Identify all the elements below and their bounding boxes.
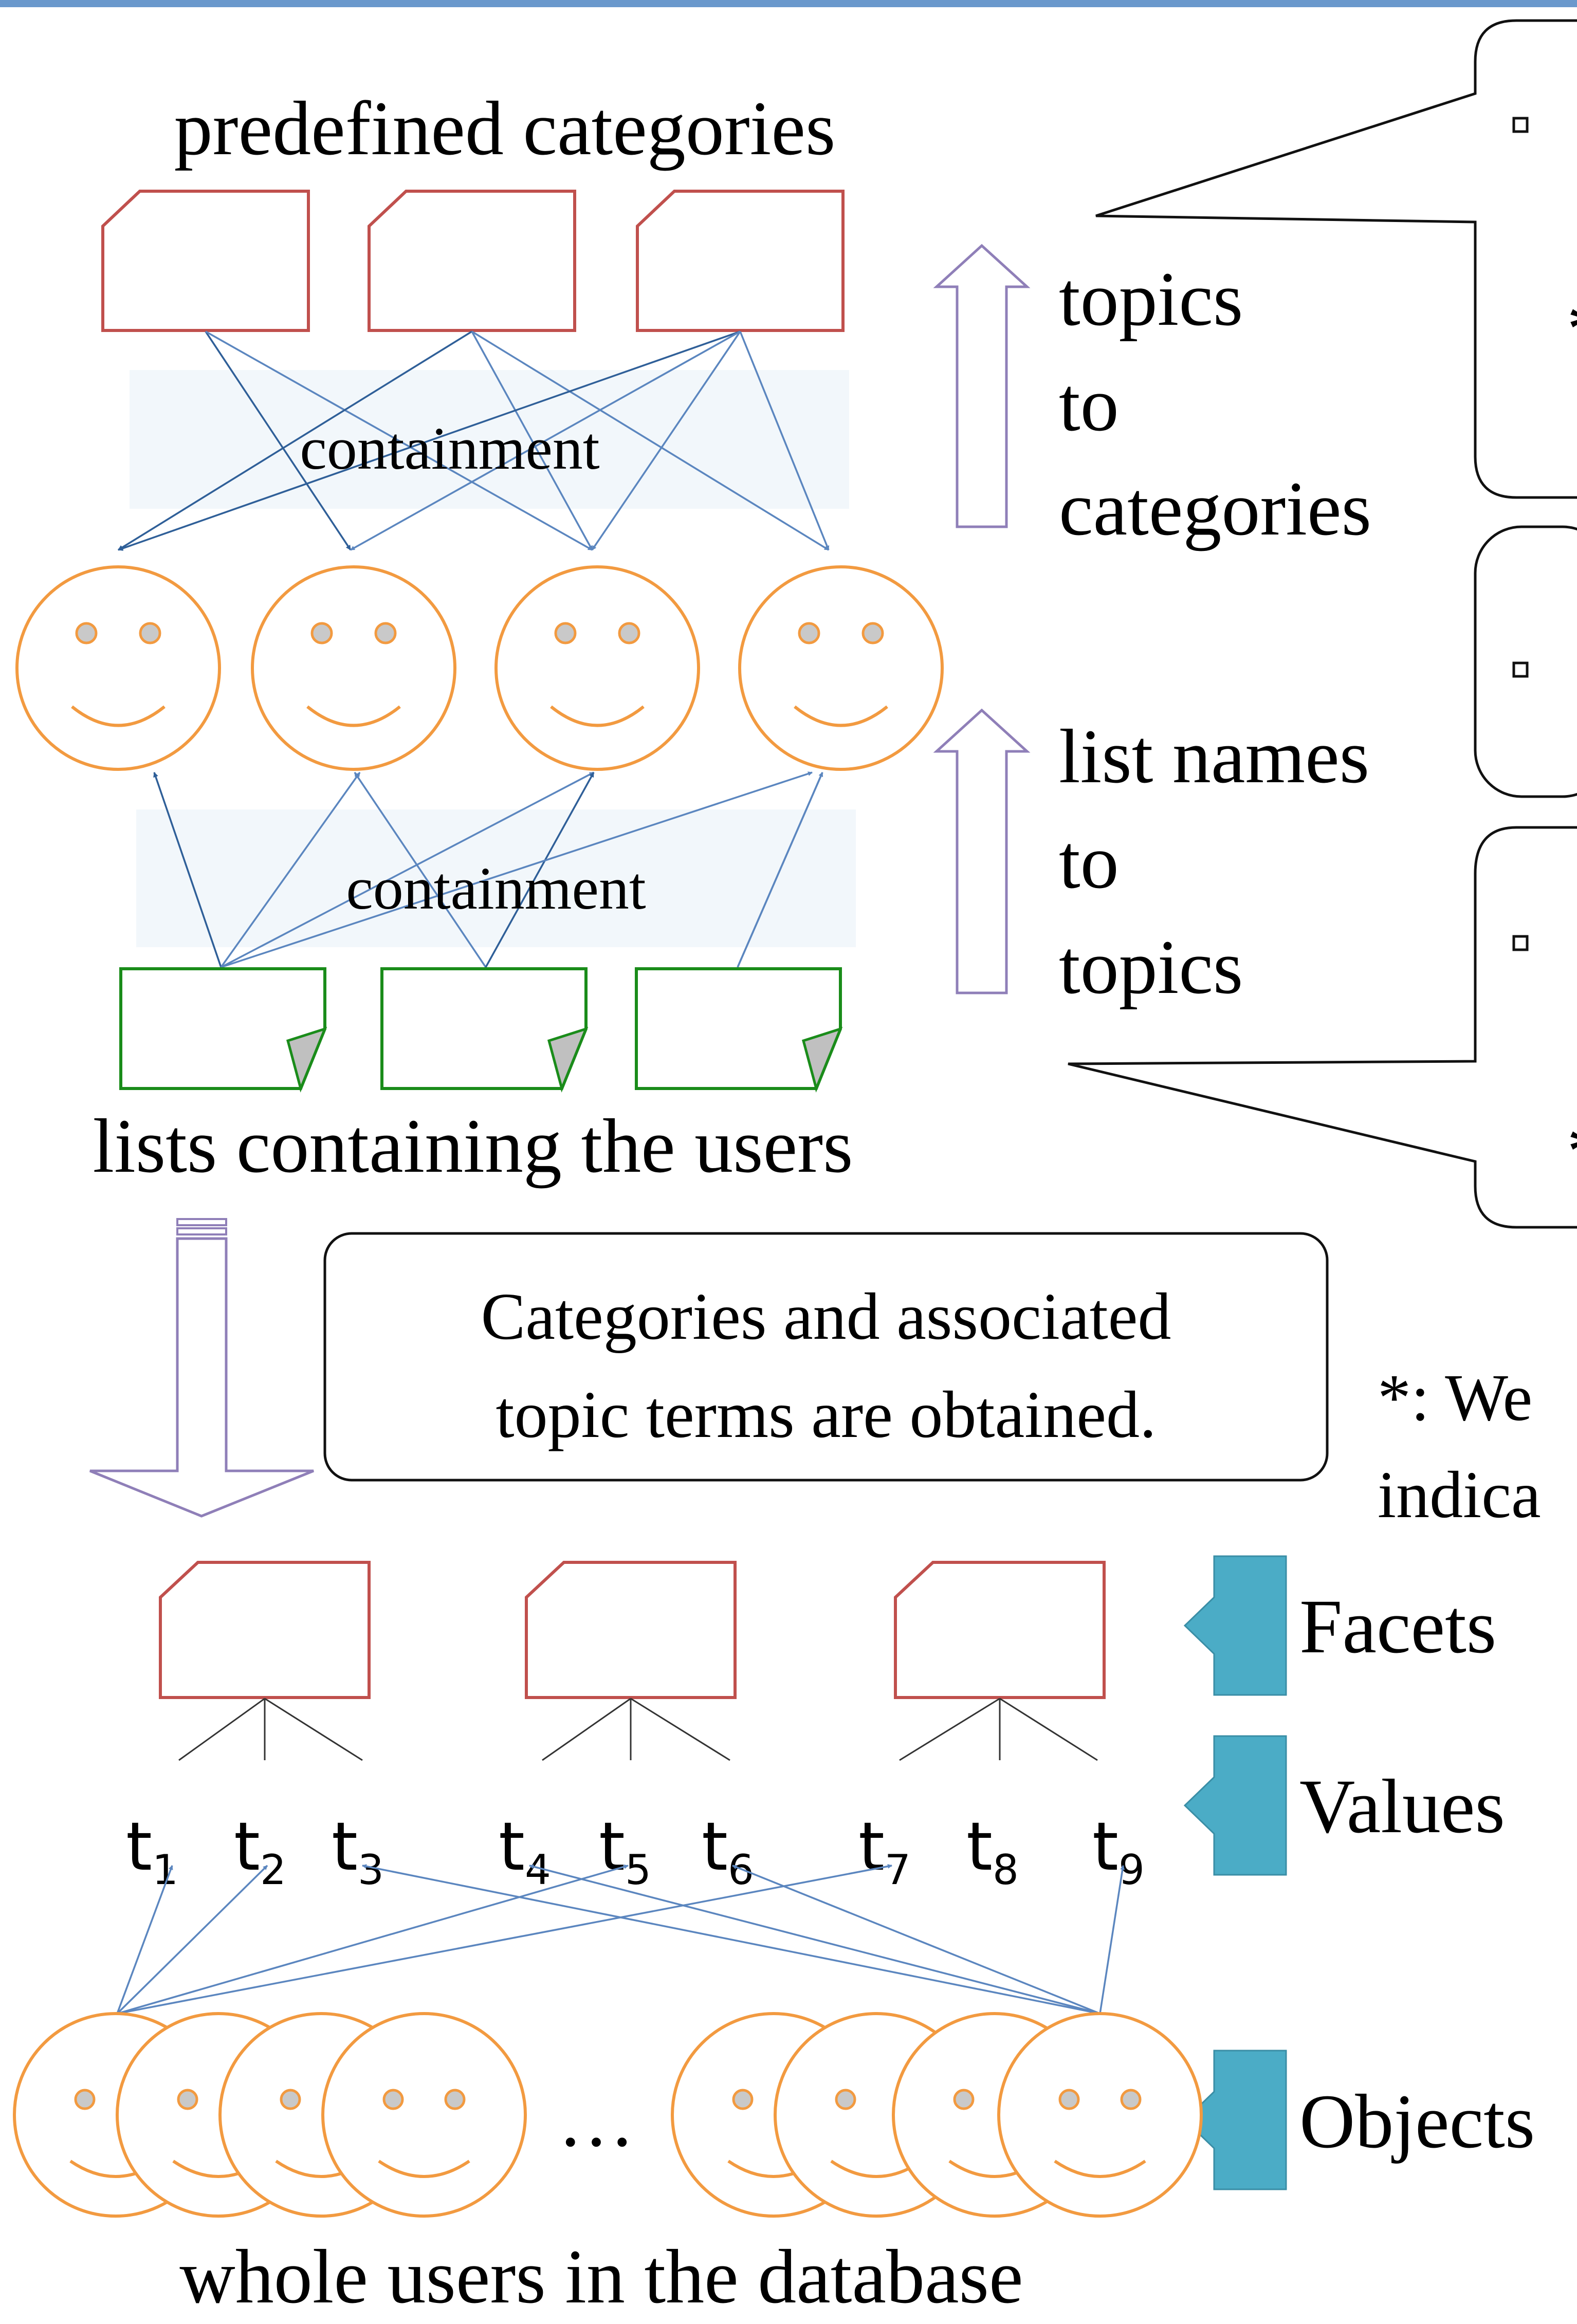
- hollow-up-arrow-lower: [933, 708, 1031, 994]
- bubble-bottom: [1068, 826, 1577, 1229]
- lower-edges: [153, 771, 823, 968]
- footnote-line-1: *: We: [1378, 1361, 1532, 1435]
- side-label-line: to: [1059, 362, 1119, 447]
- objects-label: Objects: [1299, 2079, 1535, 2164]
- terms: t1 t2 t3 t4 t5 t6 t7 t8 t9: [126, 1807, 1145, 1894]
- user-face-icon: [999, 2014, 1201, 2216]
- lists: [119, 967, 843, 1093]
- side-label-line: topics: [1059, 925, 1243, 1010]
- callout-line-2: topic terms are obtained.: [496, 1378, 1156, 1452]
- facets-arrow-icon: [1183, 1555, 1287, 1696]
- footnote-line-2: indica: [1378, 1458, 1541, 1532]
- hollow-down-arrow: [89, 1218, 314, 1518]
- right-callout-boxes: * *: [1068, 19, 1577, 1229]
- objects-arrow-icon: [1183, 2050, 1287, 2190]
- object-term-edges: [116, 1864, 1125, 2015]
- category-box: [101, 190, 310, 332]
- term-value: t3: [332, 1807, 384, 1894]
- term-value: t6: [702, 1807, 754, 1894]
- upper-edges: [118, 330, 830, 551]
- bubble-top: [1095, 19, 1577, 499]
- callout-line-1: Categories and associated: [481, 1280, 1171, 1354]
- upper-categories: [101, 190, 845, 332]
- facet-box: [894, 1561, 1106, 1699]
- bullet-square-icon: [1512, 117, 1529, 133]
- side-label-line: list names: [1059, 714, 1369, 799]
- category-box: [368, 190, 576, 332]
- values-arrow-icon: [1183, 1735, 1287, 1876]
- hollow-up-arrow-upper: [933, 244, 1031, 528]
- side-label-line: to: [1059, 819, 1119, 905]
- term-value: t9: [1092, 1807, 1145, 1894]
- predefined-categories-title: predefined categories: [174, 86, 836, 171]
- bullet-square-icon: [1512, 935, 1529, 951]
- facets-label: Facets: [1299, 1584, 1496, 1669]
- result-callout-box: [323, 1232, 1329, 1482]
- facets: [159, 1561, 1106, 1699]
- values-label: Values: [1299, 1764, 1505, 1849]
- term-value: t4: [499, 1807, 551, 1894]
- facet-box: [159, 1561, 371, 1699]
- cut-bullet-mark: *: [1567, 1109, 1577, 1194]
- list-names-to-topics: list names to topics: [1059, 714, 1369, 1010]
- user-face-icon: [496, 567, 699, 769]
- containment-band-upper: [130, 370, 849, 509]
- whole-users-label: whole users in the database: [179, 2234, 1023, 2319]
- side-label-line: categories: [1059, 466, 1371, 551]
- term-value: t5: [599, 1807, 651, 1894]
- user-face-icon: [252, 567, 455, 769]
- term-value: t1: [126, 1807, 178, 1894]
- top-border: [0, 0, 1577, 7]
- user-face-icon: [17, 567, 219, 769]
- ellipsis: …: [558, 2077, 635, 2163]
- containment-label-upper: containment: [300, 415, 599, 482]
- user-face-icon: [740, 567, 942, 769]
- containment-label-lower: containment: [346, 855, 646, 922]
- list-doc-icon: [635, 967, 843, 1093]
- side-label-line: topics: [1059, 256, 1243, 342]
- topics-to-categories: topics to categories: [1059, 256, 1371, 551]
- list-doc-icon: [380, 967, 589, 1093]
- upper-users: [17, 567, 942, 769]
- user-face-icon: [323, 2014, 525, 2216]
- category-box: [636, 190, 845, 332]
- cut-bullet-mark: *: [1567, 286, 1577, 372]
- lists-containing-users-label: lists containing the users: [93, 1103, 853, 1189]
- list-doc-icon: [119, 967, 327, 1093]
- term-value: t8: [966, 1807, 1019, 1894]
- bullet-square-icon: [1512, 661, 1529, 678]
- blue-arrows: [1183, 1555, 1287, 2190]
- term-value: t2: [234, 1807, 286, 1894]
- facet-box: [525, 1561, 737, 1699]
- term-value: t7: [858, 1807, 911, 1894]
- containment-band-lower: [136, 809, 856, 947]
- facet-tree-lines: [178, 1698, 1098, 1761]
